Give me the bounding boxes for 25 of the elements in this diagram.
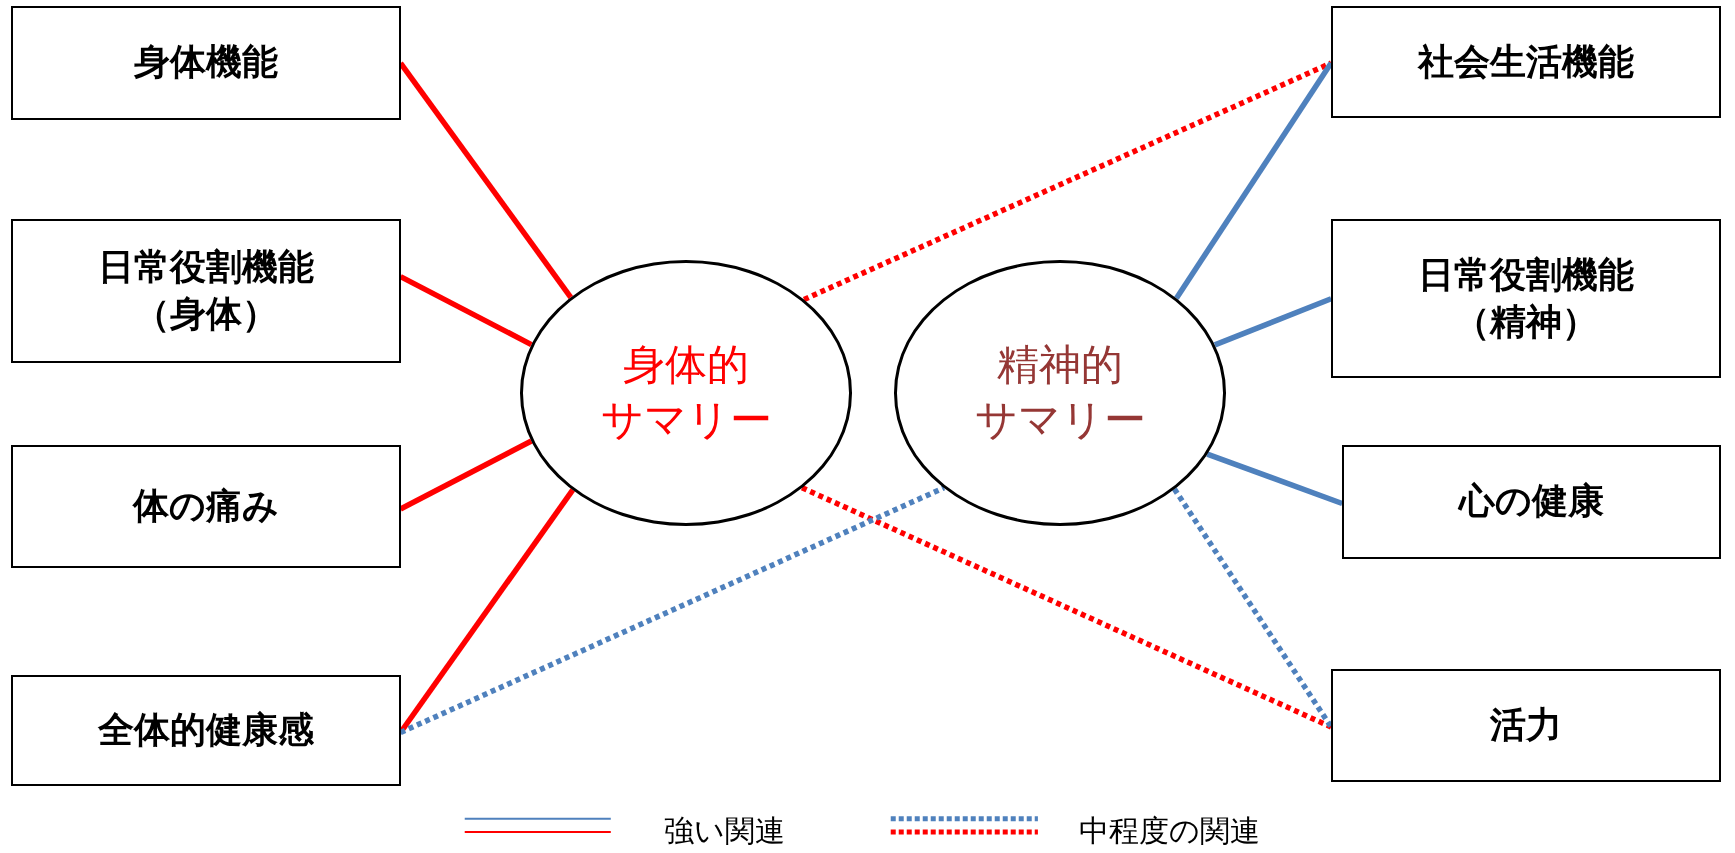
scale-box (1342, 444, 1721, 559)
scale-label: 活力 (1489, 703, 1562, 748)
connector-line (399, 274, 533, 348)
scale-box (11, 219, 401, 363)
scale-box (1331, 5, 1721, 119)
connector-line (802, 60, 1333, 302)
scale-label: 体の痛み (132, 483, 279, 528)
connector-line (399, 438, 533, 512)
scale-label: 全体的健康感 (97, 707, 314, 752)
scale-box (1331, 669, 1721, 783)
legend-label: 中程度の関連 (1078, 812, 1260, 851)
scale-label: 心の健康 (1458, 479, 1604, 524)
scale-box (11, 674, 401, 786)
legend-label: 強い関連 (663, 812, 785, 851)
scale-label: 日常役割機能（身体） (97, 245, 314, 336)
scale-label: 社会生活機能 (1417, 39, 1634, 84)
summary-label: 精神的サマリー (974, 339, 1146, 446)
scale-box (11, 5, 401, 120)
scale-label: 日常役割機能（精神） (1417, 252, 1634, 344)
summary-label: 身体的サマリー (600, 339, 772, 446)
scale-box (1331, 219, 1721, 379)
connector-line (399, 485, 946, 735)
scale-label: 身体機能 (133, 40, 278, 85)
connector-line (800, 485, 1333, 730)
scale-box (11, 444, 401, 568)
